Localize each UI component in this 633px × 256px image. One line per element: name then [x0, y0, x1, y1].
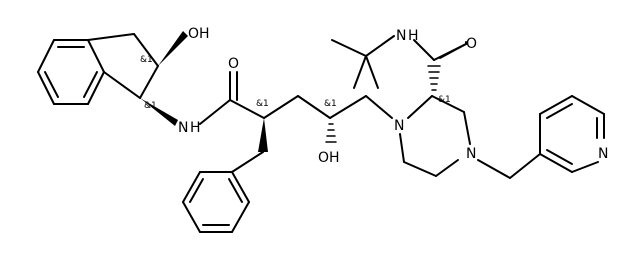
stereo-label-1: &1	[140, 55, 153, 65]
wedge-bond-benzyl	[258, 118, 268, 152]
stereo-label-5: &1	[438, 95, 451, 105]
hashed-bond-amide	[427, 65, 441, 91]
amide-o-left-label: O	[228, 56, 239, 72]
pyridine-ring	[539, 95, 605, 173]
indane-five-ring	[87, 33, 159, 99]
wedge-bond-amine	[140, 98, 178, 126]
stereo-label-4: &1	[324, 99, 337, 109]
benzyl-phenyl-ring	[182, 171, 250, 233]
indane-benzene-ring	[37, 39, 105, 105]
amide-h-right-label: H	[408, 28, 419, 44]
amide-h-left-label: H	[190, 120, 201, 136]
stereo-label-2: &1	[144, 101, 157, 111]
piperazine-ring	[399, 95, 471, 177]
tert-butyl-group	[331, 35, 395, 89]
amide-o-right-label: O	[466, 36, 477, 52]
piperazine-n-bottom-label: N	[466, 146, 476, 162]
amide-n-right-label: N	[396, 28, 406, 44]
piperazine-n-top-label: N	[394, 118, 404, 134]
hashed-bond-hydroxyl	[325, 123, 337, 143]
hydroxyl-top-label: OH	[188, 26, 210, 42]
hydroxyl-mid-label: OH	[318, 150, 340, 166]
wedge-bond-hydroxyl	[158, 31, 188, 66]
amide-n-left-label: N	[178, 120, 188, 136]
stereo-label-3: &1	[256, 99, 269, 109]
bond-n-carbonyl	[199, 99, 231, 125]
pyridine-n-label: N	[598, 146, 608, 162]
